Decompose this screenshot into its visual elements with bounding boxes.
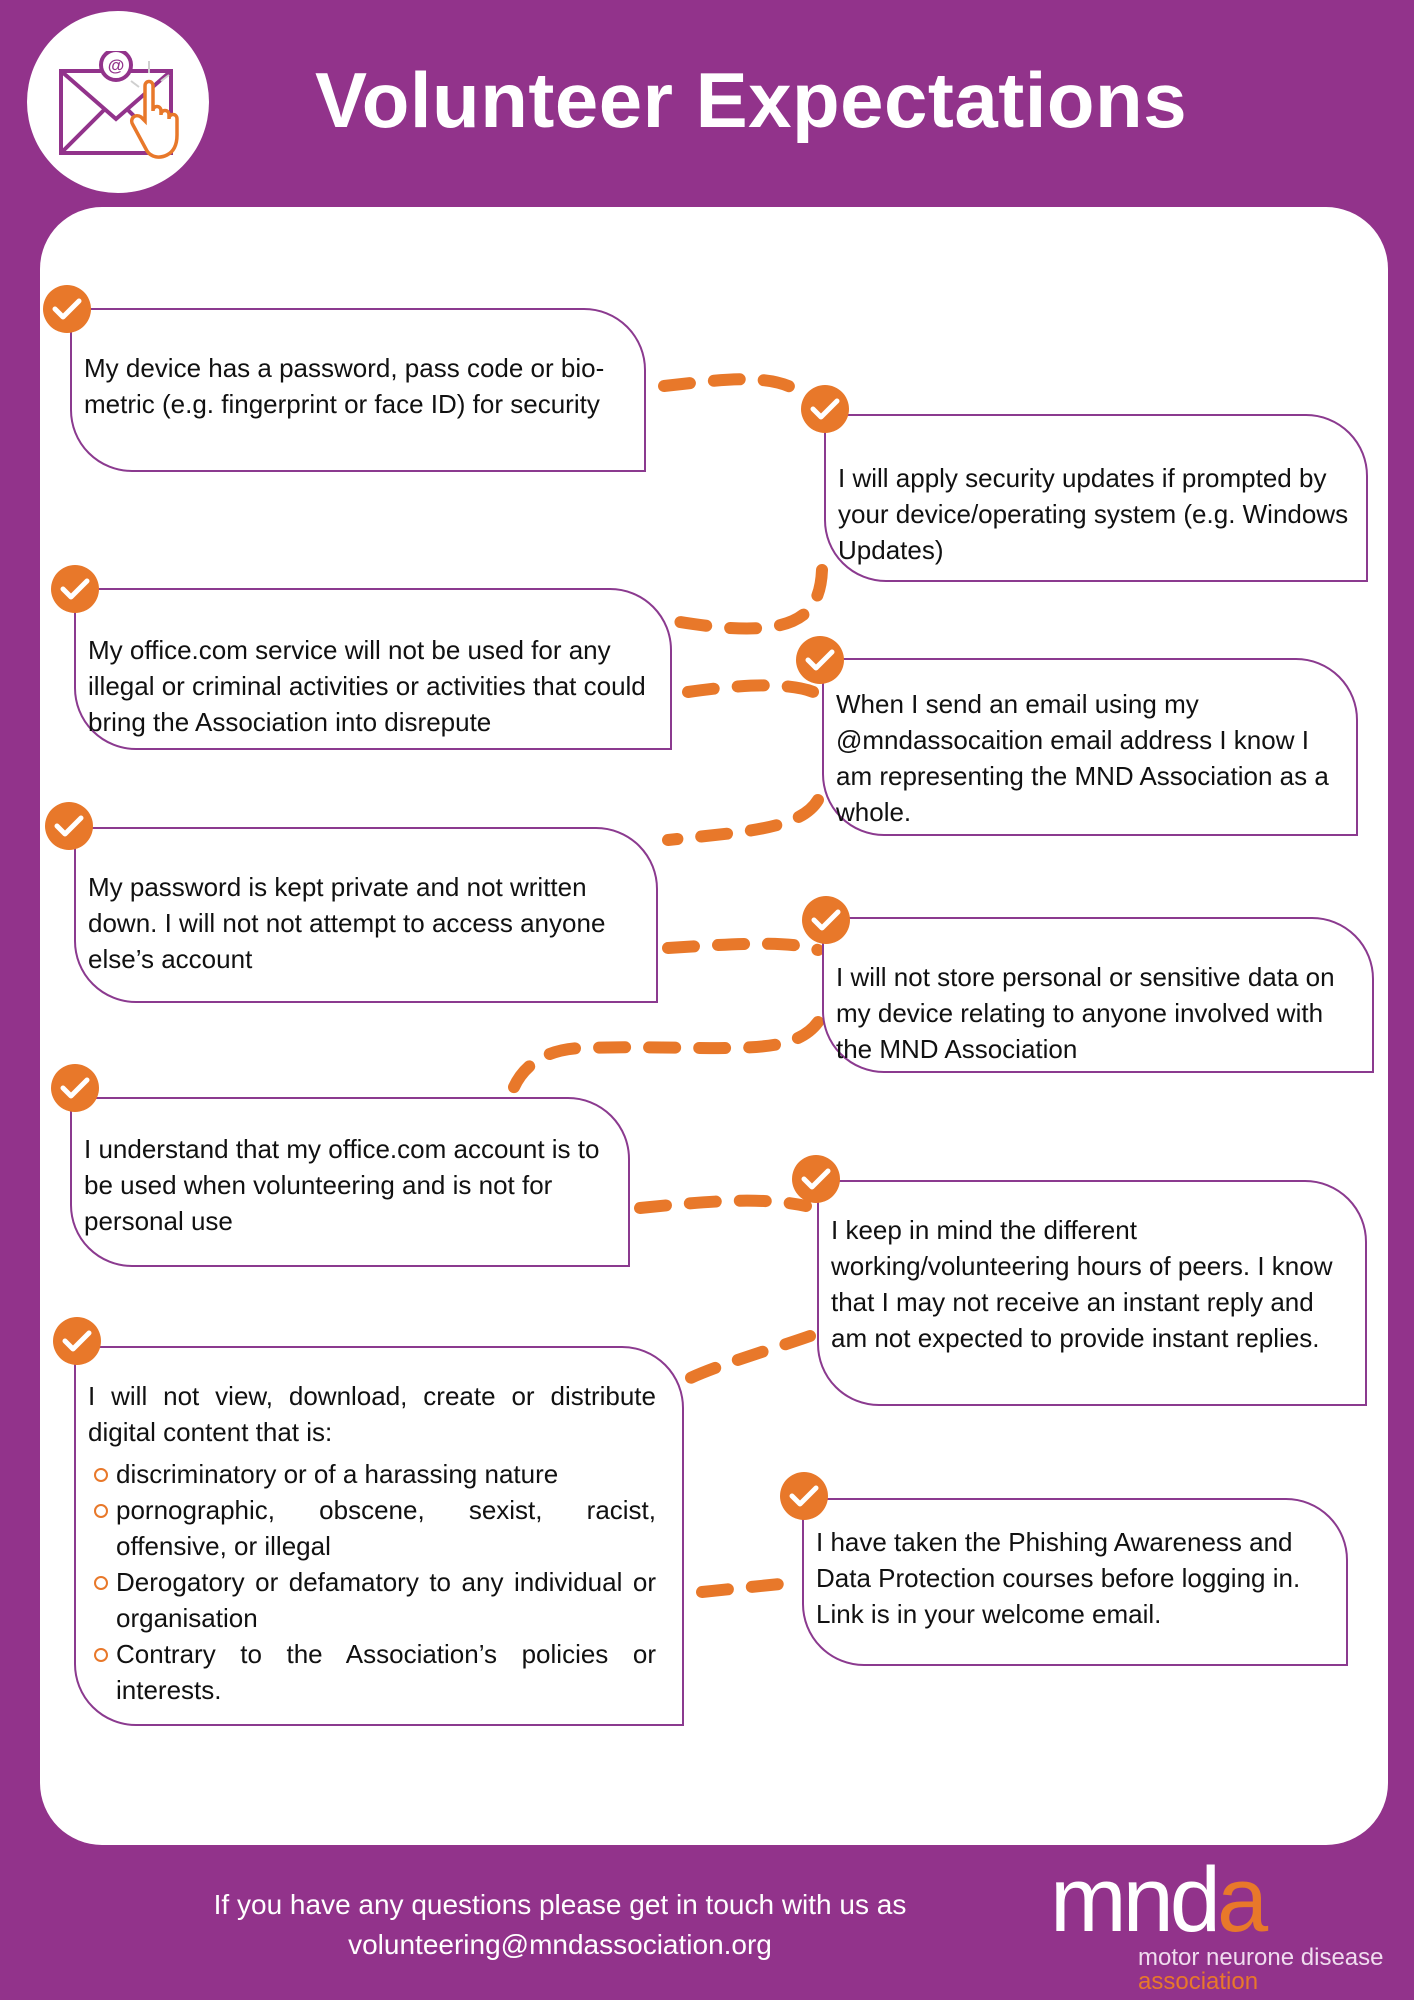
expectation-text: I have taken the Phishing Awareness and … <box>816 1527 1301 1629</box>
list-item: Derogatory or defamatory to any individu… <box>88 1564 656 1636</box>
expectation-card: I understand that my office.com account … <box>70 1097 630 1267</box>
brand-tagline-association: association <box>1138 1968 1259 1995</box>
svg-text:@: @ <box>108 56 125 75</box>
hollow-circle-bullet-icon <box>94 1504 108 1518</box>
email-click-icon: @ <box>59 51 179 159</box>
list-item: pornographic, obscene, sexist, racist, o… <box>88 1492 656 1564</box>
check-circle-icon <box>51 565 99 613</box>
expectation-card: I have taken the Phishing Awareness and … <box>802 1498 1348 1666</box>
check-circle-icon <box>53 1317 101 1365</box>
check-circle-icon <box>792 1155 840 1203</box>
check-circle-icon <box>51 1064 99 1112</box>
expectation-card: My device has a password, pass code or b… <box>70 308 646 472</box>
brand-letters-orange: a <box>1216 1849 1268 1951</box>
expectation-card: My password is kept private and not writ… <box>74 827 658 1003</box>
expectation-card: I will apply security updates if prompte… <box>824 414 1368 582</box>
brand-letters-white: mnd <box>1050 1849 1221 1951</box>
check-circle-icon <box>796 636 844 684</box>
expectation-text: My office.com service will not be used f… <box>88 635 646 737</box>
expectation-card: I will not store personal or sensitive d… <box>822 917 1374 1073</box>
expectation-text: I will not view, download, create or dis… <box>88 1381 656 1447</box>
expectation-text: I understand that my office.com account … <box>84 1134 600 1236</box>
expectation-text: My device has a password, pass code or b… <box>84 353 605 419</box>
expectation-text: I will apply security updates if prompte… <box>838 463 1349 565</box>
hollow-circle-bullet-icon <box>94 1648 108 1662</box>
expectation-text: My password is kept private and not writ… <box>88 872 606 974</box>
hollow-circle-bullet-icon <box>94 1468 108 1482</box>
check-circle-icon <box>780 1472 828 1520</box>
expectation-card: My office.com service will not be used f… <box>74 588 672 750</box>
contact-email-link[interactable]: volunteering@mndassociation.org <box>348 1929 772 1960</box>
check-circle-icon <box>45 802 93 850</box>
expectation-card: I will not view, download, create or dis… <box>74 1346 684 1726</box>
hollow-circle-bullet-icon <box>94 1576 108 1590</box>
expectation-card: When I send an email using my @mndassoca… <box>822 658 1358 836</box>
list-item: discriminatory or of a harassing nature <box>88 1456 656 1492</box>
check-circle-icon <box>43 285 91 333</box>
list-item: Contrary to the Association’s policies o… <box>88 1636 656 1708</box>
content-restrictions-list: discriminatory or of a harassing nature … <box>88 1456 656 1708</box>
logo-badge: @ <box>27 11 209 193</box>
expectation-text: When I send an email using my @mndassoca… <box>836 689 1329 827</box>
check-circle-icon <box>801 385 849 433</box>
expectation-text: I will not store personal or sensitive d… <box>836 962 1335 1064</box>
mnda-brand-logo: mnda motor neurone disease association <box>1050 1854 1410 2000</box>
contact-info: If you have any questions please get in … <box>110 1885 1010 1965</box>
expectation-text: I keep in mind the different working/vol… <box>831 1215 1333 1353</box>
check-circle-icon <box>802 896 850 944</box>
brand-wordmark: mnda <box>1050 1854 1410 1946</box>
expectation-card: I keep in mind the different working/vol… <box>817 1180 1367 1406</box>
contact-line: If you have any questions please get in … <box>213 1889 907 1920</box>
page-title: Volunteer Expectations <box>315 56 1188 144</box>
brand-tagline: motor neurone disease <box>1138 1944 1384 1971</box>
